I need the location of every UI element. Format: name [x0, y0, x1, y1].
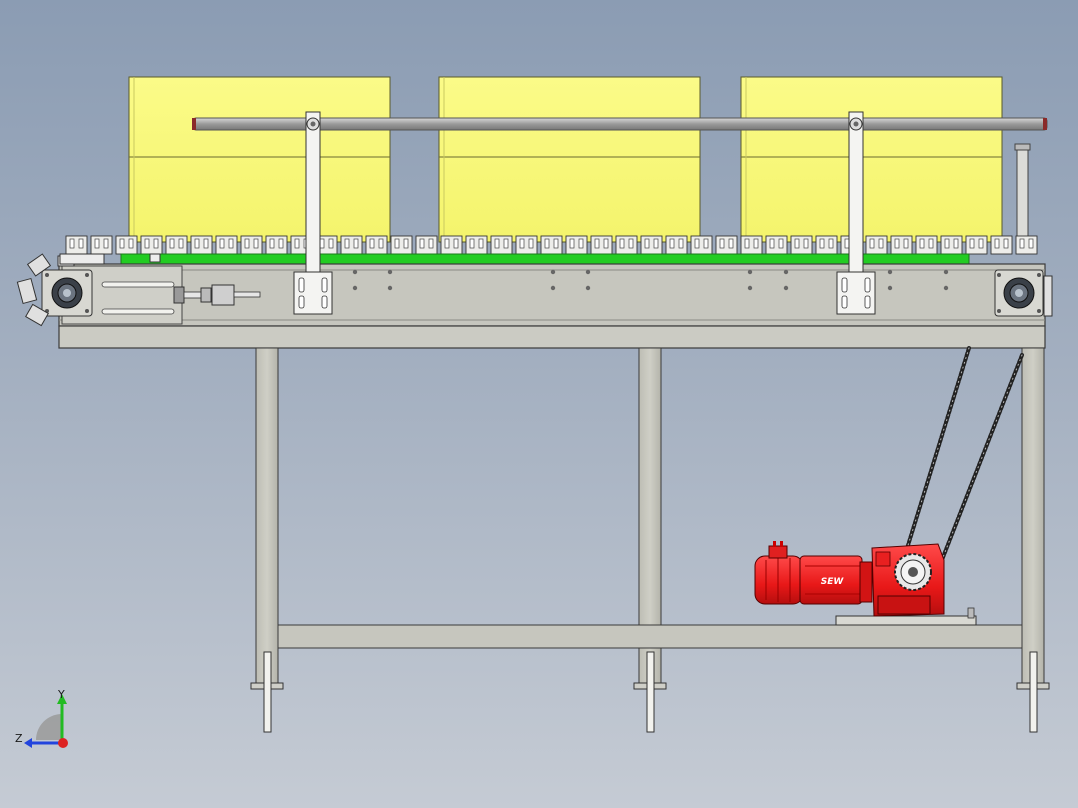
belt-strip — [120, 253, 970, 265]
chain-link — [115, 235, 138, 255]
leg-left[interactable] — [250, 347, 284, 733]
chain-link — [440, 235, 463, 255]
chain-link — [390, 235, 413, 255]
frame-hole — [783, 269, 789, 275]
end-post[interactable] — [1014, 143, 1031, 245]
chain-link — [965, 235, 988, 255]
frame-hole — [943, 285, 949, 291]
chain-link — [90, 235, 113, 255]
chain-link — [740, 235, 763, 255]
frame-hole — [387, 269, 393, 275]
chain-link — [790, 235, 813, 255]
frame-hole — [550, 269, 556, 275]
chain-link — [190, 235, 213, 255]
main-frame-beam[interactable] — [58, 263, 1046, 349]
rail-bracket-left[interactable] — [293, 111, 333, 315]
chain-link — [915, 235, 938, 255]
chain-link — [565, 235, 588, 255]
rail-bracket-right[interactable] — [836, 111, 876, 315]
frame-hole — [887, 285, 893, 291]
chain-link — [615, 235, 638, 255]
frame-hole — [585, 269, 591, 275]
chain-link — [815, 235, 838, 255]
chain-link — [640, 235, 663, 255]
chain-link — [690, 235, 713, 255]
chain-link — [715, 235, 738, 255]
chain-link — [540, 235, 563, 255]
motor-base-plate[interactable] — [835, 607, 977, 626]
chain-link — [665, 235, 688, 255]
chain-link — [140, 235, 163, 255]
chain-link — [940, 235, 963, 255]
frame-hole — [887, 269, 893, 275]
belt-tab — [149, 253, 161, 263]
frame-hole — [387, 285, 393, 291]
lower-crossbar[interactable] — [277, 624, 1023, 649]
chain-link — [165, 235, 188, 255]
box-2[interactable] — [438, 76, 701, 243]
frame-hole — [783, 285, 789, 291]
chain-link — [215, 235, 238, 255]
motor-brand-label: SEW — [821, 577, 845, 587]
chain-link — [365, 235, 388, 255]
leg-right[interactable] — [1016, 347, 1050, 733]
chain-link — [590, 235, 613, 255]
axis-triad: Y Z — [15, 688, 68, 748]
left-sprocket-links — [16, 253, 105, 327]
right-sprocket-links — [1043, 275, 1053, 317]
chain-link — [490, 235, 513, 255]
chain-link — [315, 235, 338, 255]
frame-hole — [747, 269, 753, 275]
frame-hole — [943, 269, 949, 275]
frame-holes — [352, 269, 949, 291]
chain-link — [415, 235, 438, 255]
box-3[interactable] — [740, 76, 1003, 243]
chain-link — [865, 235, 888, 255]
chain-link — [515, 235, 538, 255]
frame-hole — [352, 269, 358, 275]
axis-z-label: Z — [15, 732, 23, 745]
guide-rail[interactable] — [192, 117, 1048, 131]
right-bearing[interactable] — [994, 269, 1044, 317]
chain-link — [265, 235, 288, 255]
chain-link — [340, 235, 363, 255]
frame-hole — [352, 285, 358, 291]
frame-hole — [747, 285, 753, 291]
drive-chain — [899, 346, 1024, 590]
chain-link — [765, 235, 788, 255]
frame-hole — [550, 285, 556, 291]
chain-link — [465, 235, 488, 255]
chain-link — [240, 235, 263, 255]
leg-middle[interactable] — [633, 347, 667, 733]
tension-screw[interactable] — [173, 284, 261, 306]
box-1[interactable] — [128, 76, 391, 243]
chain-link — [890, 235, 913, 255]
gear-motor[interactable]: SEW — [754, 541, 945, 617]
left-bearing[interactable] — [41, 269, 93, 317]
chain-link — [1015, 235, 1038, 255]
chain-link — [990, 235, 1013, 255]
slat-chain — [65, 235, 1038, 255]
chain-link — [65, 235, 88, 255]
axis-y-label: Y — [57, 688, 65, 701]
frame-hole — [585, 285, 591, 291]
